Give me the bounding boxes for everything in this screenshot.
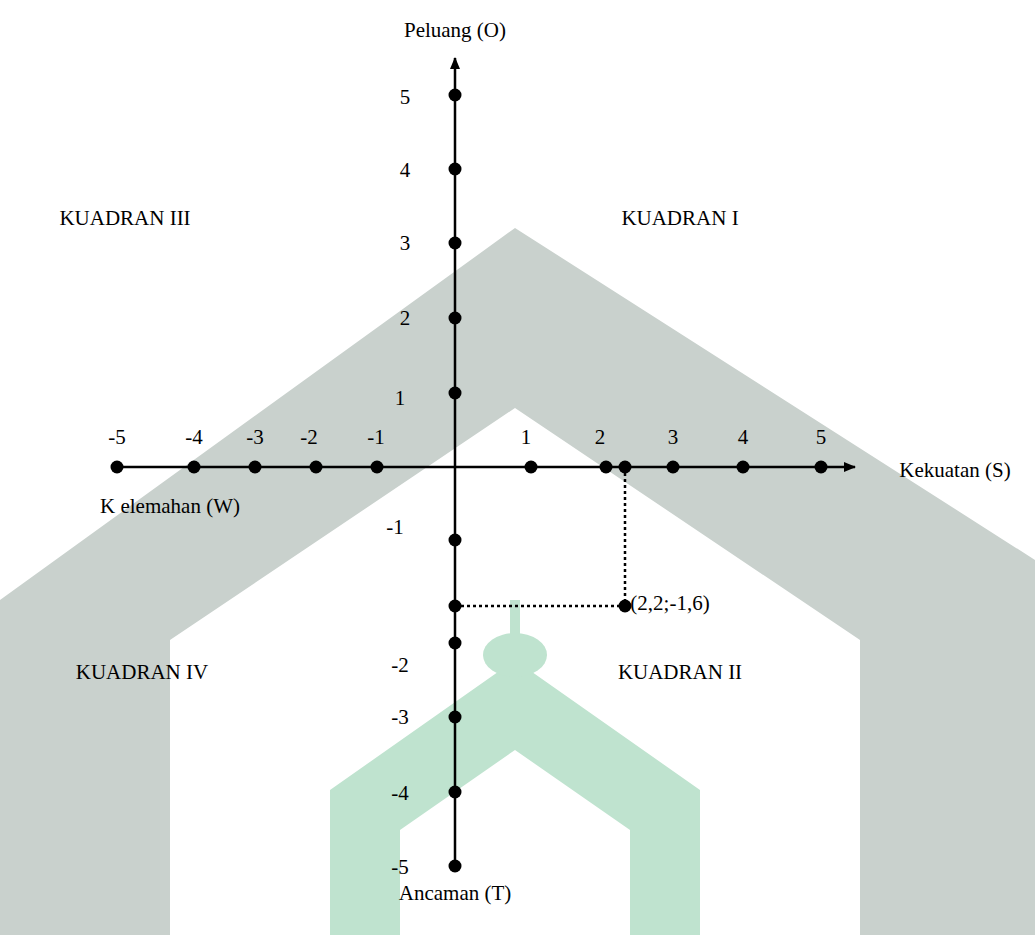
- tick-number: 3: [400, 233, 411, 254]
- tick-number: -1: [386, 517, 404, 538]
- tick-dot: [619, 461, 632, 474]
- quadrant-label: KUADRAN III: [59, 208, 190, 229]
- tick-number: 4: [400, 160, 411, 181]
- tick-number: -1: [367, 427, 385, 448]
- tick-dot: [449, 600, 462, 613]
- tick-dot: [188, 461, 201, 474]
- axis-title: Ancaman (T): [399, 883, 512, 904]
- tick-dot: [111, 461, 124, 474]
- tick-number: -3: [391, 707, 409, 728]
- tick-number: -3: [246, 427, 264, 448]
- tick-number: 1: [521, 427, 532, 448]
- tick-dot: [737, 461, 750, 474]
- tick-number: -5: [108, 427, 126, 448]
- axis-title: K elemahan (W): [100, 496, 240, 517]
- tick-dot: [449, 387, 462, 400]
- tick-dot: [449, 534, 462, 547]
- watermark-mosque: [330, 660, 700, 935]
- tick-number: -2: [300, 427, 318, 448]
- tick-dot: [449, 711, 462, 724]
- tick-dot: [449, 637, 462, 650]
- tick-dot: [449, 786, 462, 799]
- y-axis: [454, 58, 457, 866]
- tick-dot: [449, 89, 462, 102]
- point-label: (2,2;-1,6): [630, 593, 709, 614]
- tick-number: 5: [816, 427, 827, 448]
- tick-number: -2: [391, 655, 409, 676]
- tick-number: 5: [400, 87, 411, 108]
- tick-dot: [449, 312, 462, 325]
- quadrant-label: KUADRAN I: [621, 208, 738, 229]
- tick-number: -5: [391, 857, 409, 878]
- tick-dot: [667, 461, 680, 474]
- tick-dot: [525, 461, 538, 474]
- axis-title: Kekuatan (S): [899, 460, 1010, 481]
- tick-dot: [600, 461, 613, 474]
- tick-dot: [449, 860, 462, 873]
- tick-number: 2: [595, 427, 606, 448]
- axis-title: Peluang (O): [404, 20, 506, 41]
- tick-dot: [310, 461, 323, 474]
- tick-dot: [619, 600, 632, 613]
- tick-number: -4: [391, 783, 409, 804]
- tick-dot: [815, 461, 828, 474]
- quadrant-label: KUADRAN II: [618, 662, 742, 683]
- tick-number: -4: [185, 427, 203, 448]
- tick-dot: [449, 237, 462, 250]
- tick-number: 4: [738, 427, 749, 448]
- tick-dot: [249, 461, 262, 474]
- tick-number: 1: [395, 388, 406, 409]
- tick-number: 3: [668, 427, 679, 448]
- tick-dot: [449, 163, 462, 176]
- guide-line: [455, 467, 625, 606]
- quadrant-label: KUADRAN IV: [76, 662, 208, 683]
- tick-dot: [371, 461, 384, 474]
- axes: [111, 58, 856, 873]
- watermark-roof: [0, 228, 1035, 935]
- tick-number: 2: [400, 308, 411, 329]
